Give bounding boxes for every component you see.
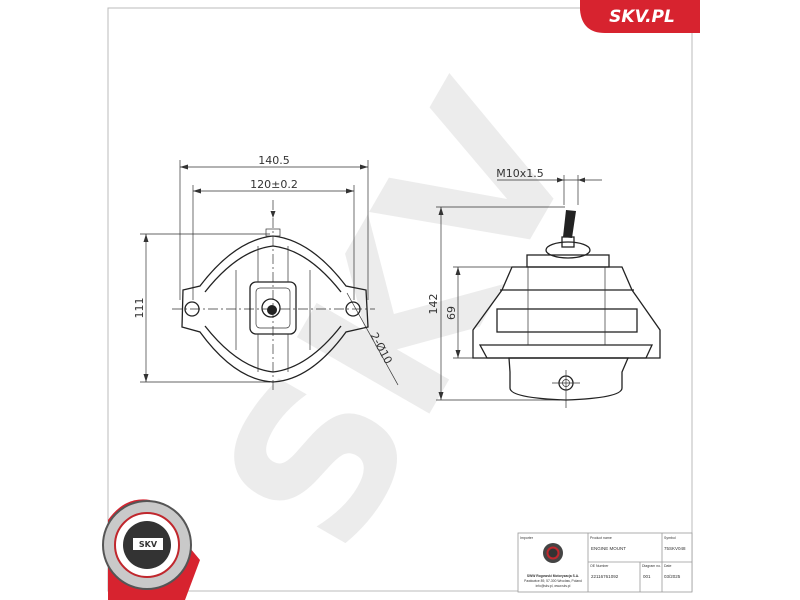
date: 03/2025 xyxy=(664,574,681,579)
importer-line: Pawłowice 89, 57-300 Wrocław, Poland xyxy=(524,579,582,583)
side-view: 142 69 M10x1.5 xyxy=(427,167,661,408)
product-name: ENGINE MOUNT xyxy=(591,546,626,551)
svg-text:SKV.PL: SKV.PL xyxy=(609,7,675,27)
diagram-no: 001 xyxy=(643,574,651,579)
svg-text:SKV: SKV xyxy=(139,540,158,549)
date-label: Date xyxy=(664,564,671,568)
product-name-label: Product name xyxy=(590,536,612,540)
dim-height: 111 xyxy=(133,298,146,319)
importer-label: Importer xyxy=(520,536,534,540)
importer-line: SWW Rogowski Motoryzacja S.A. xyxy=(527,574,579,578)
watermark: SKV xyxy=(175,51,625,586)
oe-number: 22116761092 xyxy=(591,574,619,579)
diagram-no-label: Diagram no. xyxy=(642,564,661,568)
svg-text:SKV: SKV xyxy=(175,51,625,586)
front-view: 140.5 120±0.2 111 2-Ø10 xyxy=(133,154,399,392)
importer-line: info@skv.pl, www.skv.pl xyxy=(536,584,571,588)
dim-overall-width: 140.5 xyxy=(258,154,290,167)
symbol-label: Symbol xyxy=(664,536,676,540)
brand-banner: SKV.PL xyxy=(580,0,700,33)
dim-overall-height: 142 xyxy=(427,294,440,315)
oe-number-label: OE Number xyxy=(590,564,609,568)
dim-hole-spacing: 120±0.2 xyxy=(250,178,298,191)
title-block: Importer SWW Rogowski Motoryzacja S.A. P… xyxy=(517,532,693,593)
sheet-frame xyxy=(107,7,693,592)
dim-body-height: 69 xyxy=(445,306,458,320)
dim-thread: M10x1.5 xyxy=(496,167,544,180)
symbol: 75SKV048 xyxy=(664,546,686,551)
seal-logo: SKV xyxy=(102,499,200,600)
